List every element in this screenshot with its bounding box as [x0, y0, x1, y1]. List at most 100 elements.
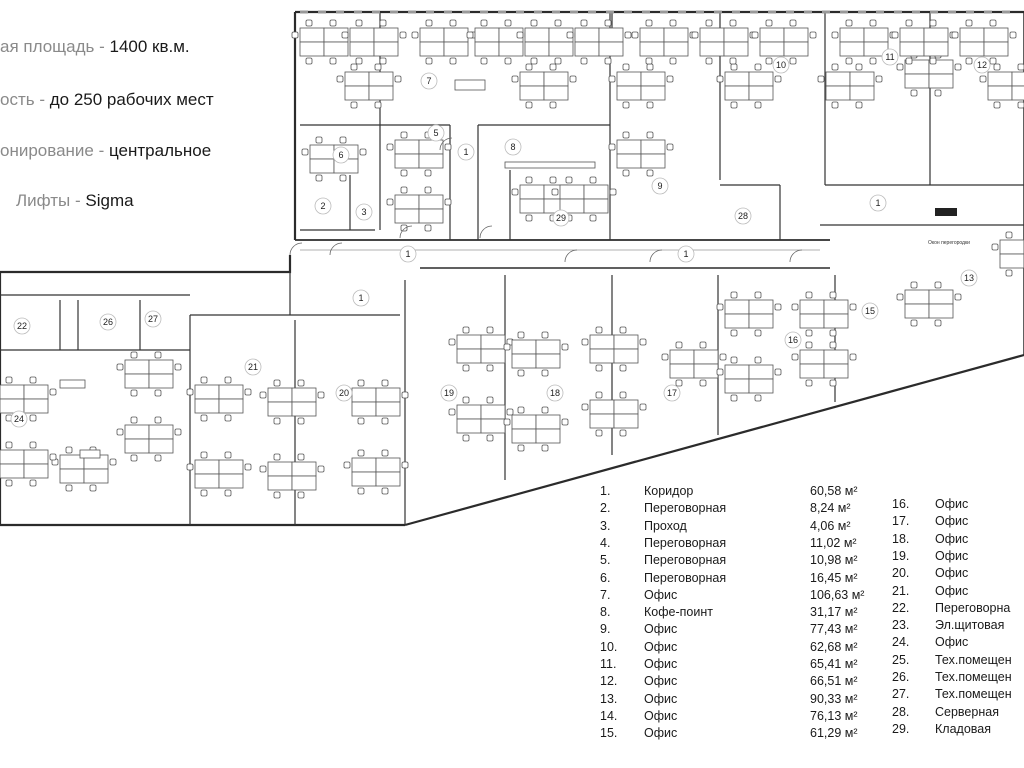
desk	[543, 85, 569, 101]
svg-text:6: 6	[338, 150, 343, 160]
desk	[589, 399, 615, 415]
chair	[130, 454, 138, 462]
legend-name: Офис	[935, 635, 969, 650]
chair	[511, 75, 519, 83]
desk	[724, 71, 750, 87]
desk	[583, 198, 609, 214]
chair	[730, 356, 738, 364]
svg-text:16: 16	[788, 335, 798, 345]
desk	[443, 27, 469, 43]
desk	[849, 71, 875, 87]
door	[329, 242, 343, 256]
info-conditioning: онирование - центральное	[0, 141, 211, 161]
chair	[386, 143, 394, 151]
chair	[993, 63, 1001, 71]
desk	[0, 463, 25, 479]
chair	[549, 101, 557, 109]
chair	[174, 428, 182, 436]
legend-num: 9.	[600, 622, 611, 637]
desk	[799, 313, 825, 329]
plan-doors	[289, 10, 1010, 263]
chair	[765, 19, 773, 27]
legend-num: 16.	[892, 497, 910, 511]
svg-text:5: 5	[433, 128, 438, 138]
chair	[174, 363, 182, 371]
chair	[343, 461, 351, 469]
desk	[419, 27, 445, 43]
desk	[640, 71, 666, 87]
desk	[639, 41, 665, 57]
chair	[357, 449, 365, 457]
legend-name: Офис	[644, 691, 678, 706]
chair	[273, 491, 281, 499]
desk	[693, 363, 719, 379]
desk	[83, 468, 109, 484]
legend-area: 106,63 м²	[810, 587, 865, 602]
svg-text:12: 12	[977, 60, 987, 70]
desk	[987, 85, 1013, 101]
legend-area: 76,13 м²	[810, 708, 858, 723]
door	[649, 249, 663, 263]
chair	[705, 19, 713, 27]
chair	[965, 57, 973, 65]
desk	[418, 153, 444, 169]
legend-num: 12.	[600, 674, 618, 689]
chair	[341, 31, 349, 39]
desk	[148, 359, 174, 375]
chair	[462, 326, 470, 334]
desk	[511, 428, 537, 444]
desk	[23, 463, 49, 479]
chair	[315, 136, 323, 144]
chair	[401, 461, 409, 469]
legend-num: 23.	[892, 618, 910, 633]
desk	[291, 461, 317, 477]
legend-num: 19.	[892, 548, 910, 563]
desk	[535, 414, 561, 430]
svg-text:15: 15	[865, 306, 875, 316]
desk	[823, 313, 849, 329]
svg-text:20: 20	[339, 388, 349, 398]
desk	[825, 85, 851, 101]
counter	[59, 379, 86, 389]
svg-text:24: 24	[14, 414, 24, 424]
chair	[357, 487, 365, 495]
chair	[1017, 63, 1024, 71]
chair	[154, 416, 162, 424]
desk	[724, 313, 750, 329]
desk	[589, 334, 615, 350]
chair	[517, 369, 525, 377]
chair	[589, 214, 597, 222]
desk	[799, 299, 825, 315]
legend-name: Офис	[935, 548, 969, 563]
chair	[789, 57, 797, 65]
desk	[23, 384, 49, 400]
svg-text:26: 26	[103, 317, 113, 327]
desk	[267, 475, 293, 491]
desk	[480, 334, 506, 350]
desk	[23, 449, 49, 465]
chair	[849, 353, 857, 361]
svg-text:7: 7	[426, 76, 431, 86]
legend-area: 4,06 м²	[810, 518, 851, 533]
chair	[645, 19, 653, 27]
chair	[130, 389, 138, 397]
legend-area: 60,58 м²	[810, 484, 858, 498]
chair	[381, 487, 389, 495]
legend-name: Проход	[644, 518, 687, 533]
room-label-1: 1	[677, 245, 695, 263]
desk	[613, 348, 639, 364]
legend-name: Офис	[644, 587, 678, 602]
desk	[474, 27, 500, 43]
chair	[504, 19, 512, 27]
desk	[373, 27, 399, 43]
counter	[454, 79, 486, 91]
desk	[524, 41, 550, 57]
chair	[554, 57, 562, 65]
desk	[419, 41, 445, 57]
door	[439, 137, 453, 151]
desk	[783, 27, 809, 43]
info-value: до 250 рабочих мест	[49, 90, 214, 109]
desk	[849, 85, 875, 101]
chair	[49, 453, 57, 461]
chair	[699, 379, 707, 387]
